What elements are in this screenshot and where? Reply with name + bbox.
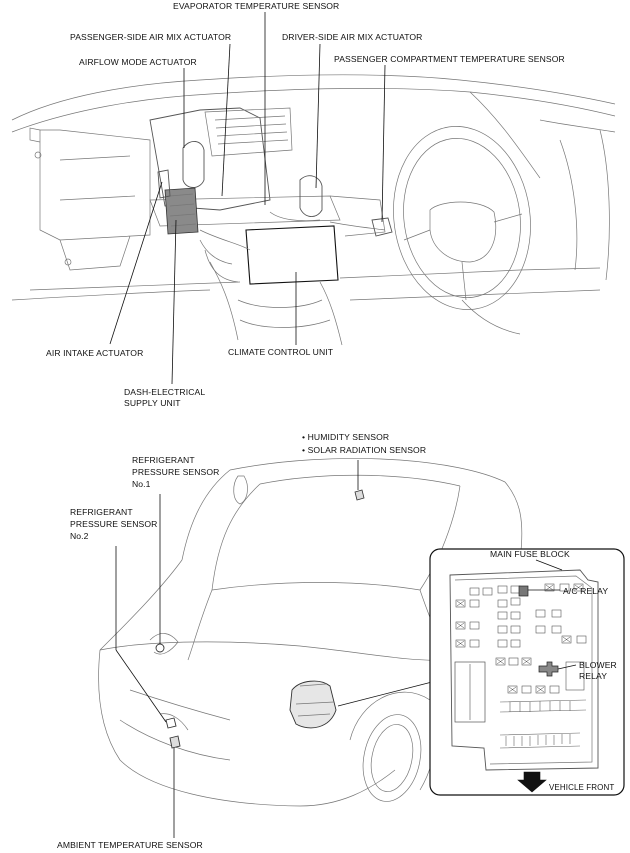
refrigerant-pressure-sensor-2-label-line1: REFRIGERANT: [70, 507, 133, 517]
ac-relay-label: A/C RELAY: [563, 586, 609, 596]
blower-relay-label-line2: RELAY: [579, 671, 608, 681]
refrigerant-pressure-sensor-1-label-line2: PRESSURE SENSOR: [132, 467, 220, 477]
ambient-temperature-sensor-label: AMBIENT TEMPERATURE SENSOR: [57, 840, 203, 850]
top-leader-lines: [109, 12, 386, 385]
dash-electrical-supply-unit-label-line1: DASH-ELECTRICAL: [124, 387, 206, 397]
driver-side-air-mix-actuator-label: DRIVER-SIDE AIR MIX ACTUATOR: [282, 32, 423, 42]
vehicle-illustration: [98, 458, 523, 807]
bottom-leader-lines: [115, 460, 433, 838]
fuse-block-inset: [429, 548, 625, 796]
refrigerant-pressure-sensor-1-label-line1: REFRIGERANT: [132, 455, 195, 465]
refrigerant-pressure-sensor-2-label-line2: PRESSURE SENSOR: [70, 519, 158, 529]
climate-control-unit-label: CLIMATE CONTROL UNIT: [228, 347, 334, 357]
airflow-mode-actuator-label: AIRFLOW MODE ACTUATOR: [79, 57, 197, 67]
solar-radiation-sensor-label: • SOLAR RADIATION SENSOR: [302, 445, 427, 455]
main-fuse-block-label: MAIN FUSE BLOCK: [490, 549, 570, 559]
passenger-compartment-temperature-sensor-label: PASSENGER COMPARTMENT TEMPERATURE SENSOR: [334, 54, 565, 64]
refrigerant-pressure-sensor-1-label-line3: No.1: [132, 479, 151, 489]
blower-relay-label-line1: BLOWER: [579, 660, 617, 670]
dashboard-illustration: [11, 74, 616, 346]
evaporator-temperature-sensor-label: EVAPORATOR TEMPERATURE SENSOR: [173, 1, 340, 11]
humidity-sensor-label: • HUMIDITY SENSOR: [302, 432, 390, 442]
dash-electrical-supply-unit-label-line2: SUPPLY UNIT: [124, 398, 181, 408]
refrigerant-pressure-sensor-2-label-line3: No.2: [70, 531, 89, 541]
vehicle-front-label: VEHICLE FRONT: [549, 783, 615, 792]
air-intake-actuator-label: AIR INTAKE ACTUATOR: [46, 348, 144, 358]
passenger-side-air-mix-actuator-label: PASSENGER-SIDE AIR MIX ACTUATOR: [70, 32, 232, 42]
